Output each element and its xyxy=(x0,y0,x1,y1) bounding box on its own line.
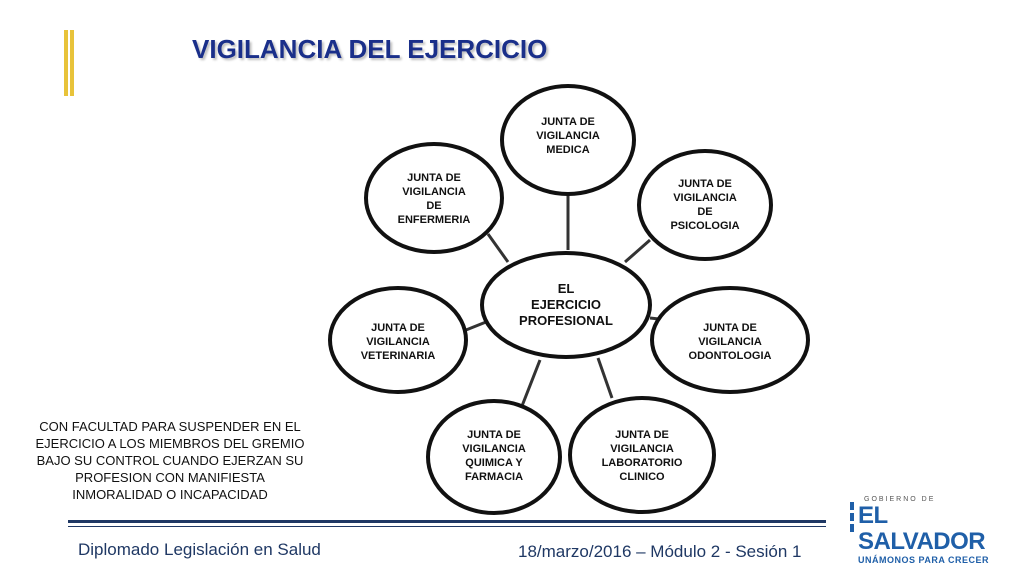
node-shapes xyxy=(328,84,810,515)
page-title: VIGILANCIA DEL EJERCICIO xyxy=(192,34,548,64)
node-medica-label: JUNTA DE VIGILANCIA MEDICA xyxy=(536,116,600,156)
connector-veterinaria xyxy=(465,320,487,332)
node-psicologia-label: JUNTA DE VIGILANCIA DE PSICOLOGIA xyxy=(670,178,740,232)
logo-main-text: EL SALVADOR xyxy=(858,502,986,555)
center-shape xyxy=(480,251,652,359)
logo-sub-text: UNÁMONOS PARA CRECER xyxy=(858,555,990,565)
logo-mark xyxy=(850,502,854,542)
node-shape-medica xyxy=(500,84,636,196)
note-text: CON FACULTAD PARA SUSPENDER EN EL EJERCI… xyxy=(35,419,305,502)
accent-bar-right xyxy=(70,30,74,96)
node-shape-enfermeria xyxy=(364,142,504,254)
node-shape-veterinaria xyxy=(328,286,468,394)
accent-bar-left xyxy=(64,30,68,96)
node-laboratorio-label: JUNTA DE VIGILANCIA LABORATORIO CLINICO xyxy=(601,429,683,483)
node-veterinaria-label: JUNTA DE VIGILANCIA VETERINARIA xyxy=(360,322,436,362)
node-shape-psicologia xyxy=(637,149,773,261)
connector-enfermeria xyxy=(486,233,510,263)
footer-divider-thin xyxy=(68,526,826,527)
node-shape-laboratorio xyxy=(568,396,716,514)
node-odontologia-label: JUNTA DE VIGILANCIA ODONTOLOGIA xyxy=(688,322,772,362)
node-shape-quimica xyxy=(426,399,562,515)
footer-course-title: Diplomado Legislación en Salud xyxy=(78,540,321,559)
center-label: EL EJERCICIO PROFESIONAL xyxy=(519,281,613,328)
node-quimica-label: JUNTA DE VIGILANCIA QUIMICA Y FARMACIA xyxy=(462,429,526,483)
footer-divider-thick xyxy=(68,520,826,523)
government-logo: GOBIERNO DE EL SALVADOR UNÁMONOS PARA CR… xyxy=(850,496,1008,565)
connector-quimica xyxy=(520,359,542,407)
logo-top-text: GOBIERNO DE xyxy=(864,496,936,503)
node-enfermeria-label: JUNTA DE VIGILANCIA DE ENFERMERIA xyxy=(397,172,471,226)
footer-session-info: 18/marzo/2016 – Módulo 2 - Sesión 1 xyxy=(518,542,802,561)
connector-laboratorio xyxy=(596,357,614,399)
node-shape-odontologia xyxy=(650,286,810,394)
connector-psicologia xyxy=(624,238,651,264)
